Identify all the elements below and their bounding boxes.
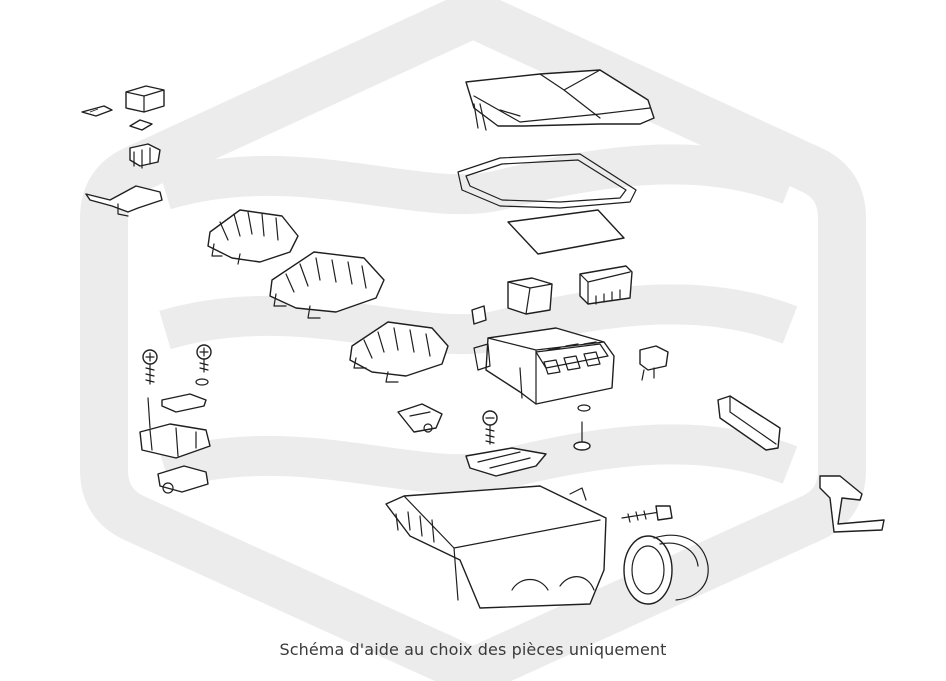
terminal-block-upper xyxy=(207,209,299,265)
housing-bolt-part xyxy=(621,505,673,523)
clip-plate-part xyxy=(81,105,113,117)
mounting-bracket-left xyxy=(85,185,163,217)
terminal-block-lower xyxy=(349,321,449,383)
screw-part-c xyxy=(482,410,498,445)
small-bracket-part xyxy=(397,403,443,433)
screw-part-b xyxy=(195,344,212,386)
diagram-caption: Schéma d'aide au choix des pièces unique… xyxy=(279,640,667,659)
relay-part-b xyxy=(579,265,633,305)
flasher-relay-part xyxy=(639,345,669,381)
holder-clip-part xyxy=(157,465,209,494)
small-relay-part xyxy=(125,85,165,113)
fuse-box-cover-part xyxy=(465,69,655,131)
central-fuse-block-part xyxy=(473,327,615,405)
blade-fuse-part xyxy=(129,119,153,131)
relay-part-a xyxy=(507,277,553,315)
rubber-grommet-part xyxy=(623,534,709,605)
connector-part xyxy=(129,143,161,169)
side-cover-strip-part xyxy=(717,395,781,451)
mounting-bracket-right xyxy=(819,475,885,533)
cable-guide-part xyxy=(465,447,547,477)
screw-part-a xyxy=(142,349,158,385)
relay-holder-part xyxy=(139,397,211,459)
fuse-box-housing-part xyxy=(385,485,607,609)
cover-gasket-part xyxy=(457,153,637,209)
mini-fuse-part xyxy=(471,305,487,325)
clamp-plate-part xyxy=(161,393,207,413)
bolt-washer-part xyxy=(573,404,591,451)
terminal-block-middle xyxy=(269,251,385,319)
label-sheet-part xyxy=(507,209,625,255)
